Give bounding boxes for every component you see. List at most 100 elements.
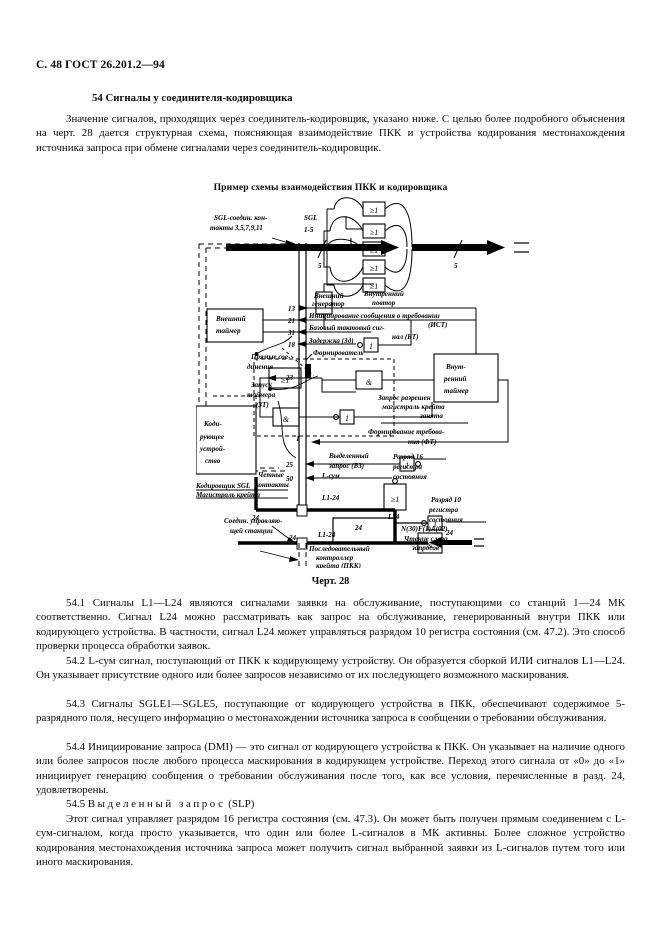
paragraph-54-2: 54.2 L-сум сигнал, поступающий от ПКК к … [36, 655, 625, 682]
label-selected-request-line1: Выделенный [328, 452, 369, 460]
subsection-54-5-heading: 54.5 Выделенный запрос (SLP) [36, 797, 625, 811]
label-coder-device-line4: ство [205, 457, 221, 465]
label-init-msg-line1: Инициирование сообщения о требовании [308, 312, 440, 320]
and-gate-symbol: & [366, 378, 373, 387]
inverter-symbol: 1 [345, 414, 349, 423]
label-ctrl-station-line1: Соедин. управляю- [224, 517, 283, 525]
label-pkk-line1: Последовательный [308, 545, 370, 553]
figure-caption: Черт. 28 [311, 576, 350, 587]
label-coder-device-line2: рующее [199, 433, 224, 441]
label-direct-conn-line1: Прямые сое- [250, 353, 291, 361]
sgl-output-arrow [412, 240, 505, 255]
label-even-contacts-line1: Четные [258, 471, 284, 479]
paragraph-54-4: 54.4 Инициирование запроса (DMI) — это с… [36, 741, 625, 796]
label-form-req-line2: ния (ФТ) [408, 438, 436, 446]
label-width-5-left: 5 [318, 262, 322, 270]
figure-diagram: SGL-соедин. кон- такты 3,5,7,9,11 SGL 1-… [196, 196, 661, 568]
or-gate-symbol: ≥1 [281, 376, 289, 385]
subsection-spaced-title: Выделенный запрос [87, 798, 226, 810]
inverter-selected-request [399, 456, 421, 472]
label-read-word-line2: запросов [411, 544, 440, 552]
label-coder-sgl: Кодировщик SGL [196, 482, 251, 490]
label-l24: L24 [387, 513, 400, 521]
label-sgl-bus: SGL [304, 214, 318, 222]
internal-timer-box [433, 353, 499, 403]
pin-number-1: 1 [296, 435, 300, 443]
label-l1-24-b: L1-24 [317, 531, 336, 539]
paragraph-54-5-body: Этот сигнал управляет разрядом 16 регист… [36, 813, 625, 868]
or-gate-symbol: ≥1 [370, 206, 378, 215]
pin-number-25: 25 [285, 461, 294, 469]
pin-number-50: 50 [286, 475, 294, 483]
section-title: 54 Сигналы у соединителя-кодировщика [92, 92, 293, 104]
inverter-symbol: 1 [369, 342, 373, 351]
label-l1-24-a: L1-24 [321, 494, 340, 502]
or-gate-symbol: ≥1 [370, 228, 378, 237]
label-form-req-line1: Формирование требова- [368, 428, 445, 436]
label-sgl-pins: 1-5 [304, 226, 314, 234]
or-gate-symbol: ≥1 [370, 264, 378, 273]
label-internal-timer-line2: ренний [443, 375, 467, 383]
coder-device-box [196, 405, 257, 475]
width-number-24-b: 24 [288, 534, 297, 542]
label-read-word-line1: Чтение слова [404, 535, 448, 543]
paragraph-54-3: 54.3 Сигналы SGLE1—SGLE5, поступающие от… [36, 698, 625, 725]
or-gate-symbol: ≥1 [370, 246, 378, 255]
label-timer-start-line1: Запуск [250, 381, 272, 389]
sgl-input-arrow [226, 240, 399, 255]
or-gate-symbol: ≥1 [391, 495, 399, 504]
running-head: С. 48 ГОСТ 26.201.2—94 [36, 59, 165, 71]
pin-number-13: 13 [288, 305, 296, 313]
label-request-allowed-line1: Запрос разрешен [377, 394, 431, 402]
label-timer-start-line3: (ЗТ) [256, 401, 269, 409]
ext-timer-box [206, 308, 264, 343]
intro-paragraph: Значение сигналов, проходящих через соед… [36, 113, 625, 154]
label-shaper: Формирователь [313, 349, 364, 357]
label-bit16-line3: состояния [393, 473, 427, 481]
label-ext-generator-line1: Внешний [313, 292, 344, 300]
inverter-symbol: 1 [433, 520, 437, 529]
label-internal-timer-line3: таймер [444, 387, 469, 395]
label-timer-start-line2: таймера [247, 391, 276, 399]
label-even-contacts-line2: контакты [255, 481, 289, 489]
label-l-sum: L-сум [321, 472, 340, 480]
shaper-group [253, 358, 395, 437]
inverter-symbol: 1 [405, 461, 409, 470]
paragraph-54-1: 54.1 Сигналы L1—L24 являются сигналами з… [36, 597, 625, 652]
label-init-msg-line2: (ИСТ) [428, 321, 447, 329]
label-bit10-line2: регистра [428, 506, 458, 514]
label-internal-timer-line1: Внут- [445, 363, 466, 371]
label-base-clock-line1: Базовый тактовый сиг- [308, 324, 385, 332]
width-number-24-c: 24 [354, 524, 363, 532]
pin-number-23: 23 [285, 374, 294, 382]
label-ext-timer-line1: Внешний [215, 315, 246, 323]
label-pkk-line3: крейта (ПКК) [316, 562, 361, 568]
label-read-word-code: N(30)F(1)A(02) [400, 525, 448, 533]
and-gate-symbol: & [283, 415, 290, 424]
label-internal-repeat-line2: повтор [372, 299, 396, 307]
label-ctrl-station-line2: щей станции [230, 527, 273, 535]
label-crate-bus: Магистраль крейта [196, 491, 260, 499]
label-sgl-input-line2: такты 3,5,7,9,11 [210, 224, 263, 232]
label-sgl-input-line1: SGL-соедин. кон- [214, 214, 268, 222]
label-request-allowed-line2: магистраль крейта [381, 403, 445, 411]
label-width-5-right: 5 [454, 262, 458, 270]
pin-number-18: 18 [288, 341, 296, 349]
or-gate-symbol: ≥1 [370, 282, 378, 291]
label-internal-repeat-line1: Внутренний [363, 290, 404, 298]
label-request-allowed-line3: занята [419, 412, 443, 420]
label-coder-device-line1: Коди- [203, 420, 222, 428]
label-coder-device-line3: устрой- [199, 445, 226, 453]
inverter-l24 [421, 515, 443, 531]
label-direct-conn-line2: динения [247, 363, 273, 371]
subsection-number: 54.5 [66, 798, 86, 810]
width-number-24-d: 24 [445, 529, 454, 537]
label-bit10-line3: состояния [429, 516, 463, 524]
label-base-clock-line2: нал (БТ) [392, 333, 418, 341]
label-bit10-line1: Разряд 10 [431, 496, 461, 504]
subsection-abbr: (SLP) [228, 798, 255, 810]
label-ext-generator-line2: генератор [312, 300, 345, 308]
label-bit16-line2: регистра [392, 463, 422, 471]
and-gate-symbol: & [427, 541, 434, 550]
